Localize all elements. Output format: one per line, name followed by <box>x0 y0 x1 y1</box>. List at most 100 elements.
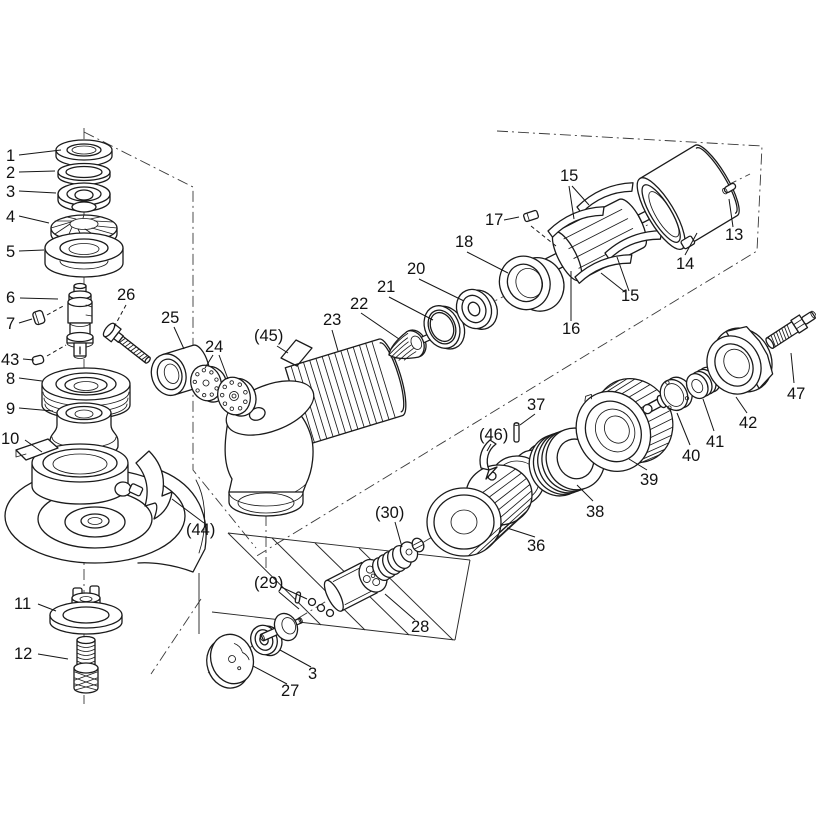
leader-line <box>384 593 416 621</box>
leader-line <box>702 398 715 432</box>
leader-line <box>37 653 69 660</box>
part-label-15: 15 <box>621 287 639 305</box>
motor-barrel <box>284 338 407 445</box>
part-23-housing <box>224 338 407 517</box>
leader-line <box>684 232 698 256</box>
part-28-throttle-valve <box>323 558 388 612</box>
leader-line <box>18 318 33 324</box>
leader-line <box>252 665 288 685</box>
part-label-39: 39 <box>640 471 658 489</box>
part-label-42: 42 <box>739 414 757 432</box>
part-label-26: 26 <box>117 286 135 304</box>
part-label-8: 8 <box>6 370 15 388</box>
leader-line <box>628 458 648 471</box>
part-label-4: 4 <box>6 208 15 226</box>
part-15-vanes <box>547 182 663 284</box>
part-29-pin-and-balls <box>294 591 335 618</box>
part-26-bolt <box>102 322 151 364</box>
part-22-pinion-gear <box>388 329 431 361</box>
part-27-end-cap-disc <box>206 633 255 689</box>
part-37-pin <box>513 422 520 443</box>
part-label-24: 24 <box>205 338 223 356</box>
part-label-25: 25 <box>161 309 179 327</box>
part-11-pad-nut <box>49 585 123 635</box>
leader-line <box>571 185 590 206</box>
part-label-20: 20 <box>407 260 425 278</box>
part-label-40: 40 <box>682 447 700 465</box>
leader-line <box>173 326 185 350</box>
part-7-key <box>32 309 46 326</box>
part-label-9: 9 <box>6 400 15 418</box>
part-6-spindle <box>66 282 94 359</box>
part-label-21: 21 <box>377 278 395 296</box>
part-label-1: 1 <box>6 147 15 165</box>
part-18-cylinder-ring <box>498 255 565 312</box>
leader-line <box>530 225 557 247</box>
leader-line <box>503 216 520 221</box>
leader-line <box>280 586 308 600</box>
leader-line <box>790 352 795 384</box>
leader-line <box>18 170 56 173</box>
leader-line <box>18 407 54 412</box>
part-label-10: 10 <box>1 430 19 448</box>
part-13-pin <box>722 182 737 195</box>
leader-line <box>24 439 43 453</box>
leader-line <box>486 443 492 452</box>
part-20-bearing <box>455 288 498 330</box>
part-label-11: 11 <box>14 595 31 613</box>
leader-line <box>18 190 57 194</box>
part-14-cylinder <box>636 144 740 250</box>
leader-line <box>576 484 594 502</box>
leader-line <box>519 413 536 426</box>
part-21-washer <box>423 305 466 350</box>
part-1-washer <box>55 139 113 167</box>
part-label-44: (44) <box>186 521 215 539</box>
leader-line <box>418 278 465 302</box>
leader-line <box>279 649 312 668</box>
leader-line <box>600 272 626 293</box>
part-label-15: 15 <box>560 167 578 185</box>
part-label-41: 41 <box>706 433 724 451</box>
leader-line <box>506 527 536 538</box>
part-43-key <box>31 354 45 366</box>
part-40-valve-stem <box>642 376 693 415</box>
leader-line <box>46 304 66 316</box>
part-label-37: 37 <box>527 396 545 414</box>
leader-line <box>18 215 50 224</box>
leader-line <box>360 312 400 340</box>
part-label-14: 14 <box>676 255 694 273</box>
part-label-47: 47 <box>787 385 805 403</box>
part-label-45: (45) <box>254 327 283 345</box>
leader-line <box>112 304 127 330</box>
throttle-nut <box>411 537 425 553</box>
part-10-guard-assembly <box>4 438 207 573</box>
part-label-7: 7 <box>6 315 15 333</box>
part-label-5: 5 <box>6 243 15 261</box>
part-42-cap <box>706 325 774 395</box>
leader-line <box>18 249 45 252</box>
part-2-ring <box>57 162 111 186</box>
part-47-air-inlet <box>765 310 816 349</box>
part-46-arrow <box>479 439 498 480</box>
part-label-22: 22 <box>350 295 368 313</box>
part-label-18: 18 <box>455 233 473 251</box>
part-label-13: 13 <box>725 226 743 244</box>
part-label-6: 6 <box>6 289 15 307</box>
leader-line <box>218 354 229 380</box>
part-24-valve-plates <box>190 364 257 417</box>
leader-line <box>568 185 575 220</box>
leader-line <box>46 344 67 357</box>
part-label-28: 28 <box>411 618 429 636</box>
leader-line <box>18 377 43 382</box>
part-label-17: 17 <box>485 211 503 229</box>
part-label-46: (46) <box>479 426 508 444</box>
leader-line <box>466 251 509 274</box>
leader-line <box>394 521 403 548</box>
leader-line <box>676 412 691 446</box>
throttle-stem <box>259 612 303 642</box>
part-label-3: 3 <box>6 183 15 201</box>
leader-line <box>616 256 630 292</box>
part-45-tag <box>280 339 313 367</box>
part-label-27: 27 <box>281 682 299 700</box>
